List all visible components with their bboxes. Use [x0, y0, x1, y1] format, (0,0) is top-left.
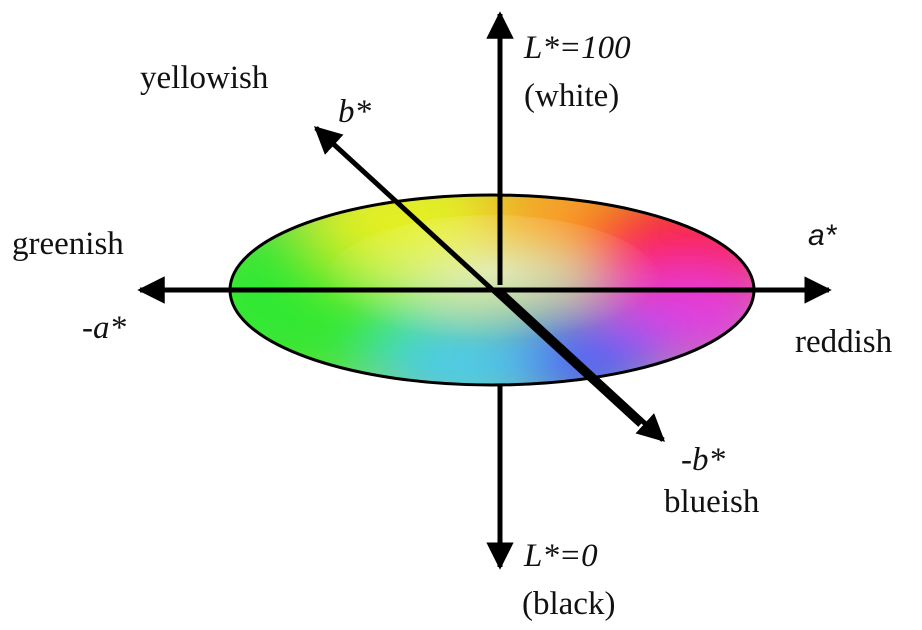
a-neg-label: -a*	[82, 310, 126, 346]
b-axis-negative-arrow	[498, 288, 666, 442]
a-pos-label: a*	[808, 219, 838, 252]
b-axis-arrow	[313, 126, 642, 427]
b-pos-label: b*	[338, 94, 372, 130]
l-max-label: L*=100	[523, 30, 631, 66]
axes	[137, 11, 832, 570]
b-pos-desc: yellowish	[140, 60, 269, 96]
l-max-desc: (white)	[524, 78, 619, 114]
a-neg-desc: greenish	[12, 226, 124, 262]
l-min-desc: (black)	[522, 586, 615, 622]
b-neg-label: -b*	[681, 442, 725, 478]
b-neg-desc: blueish	[664, 484, 760, 520]
a-pos-desc: reddish	[795, 324, 893, 360]
l-min-label: L*=0	[523, 538, 598, 574]
